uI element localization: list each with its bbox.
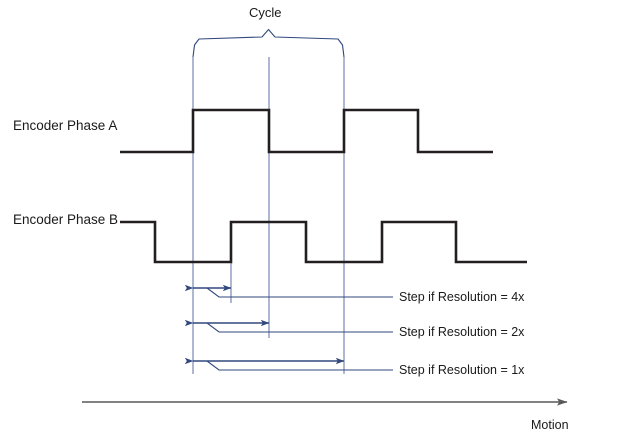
cycle-brace [192,28,345,58]
step-2x-leader [206,322,393,333]
step-2x-label: Step if Resolution = 2x [399,325,525,339]
step-1x-annotation [184,357,393,371]
step-4x-label: Step if Resolution = 4x [399,290,525,304]
step-1x-leader [206,360,393,371]
phase-b-label: Encoder Phase B [13,212,119,227]
cycle-label: Cycle [249,5,282,20]
phase-a-waveform [120,108,493,154]
phase-a-label: Encoder Phase A [13,118,118,133]
step-2x-annotation [184,319,393,333]
step-4x-annotation [184,284,393,298]
edge-marker-guides [192,57,345,374]
motion-label: Motion [531,418,569,432]
phase-b-waveform [120,220,527,264]
step-1x-label: Step if Resolution = 1x [399,363,525,377]
step-4x-leader [206,287,393,298]
